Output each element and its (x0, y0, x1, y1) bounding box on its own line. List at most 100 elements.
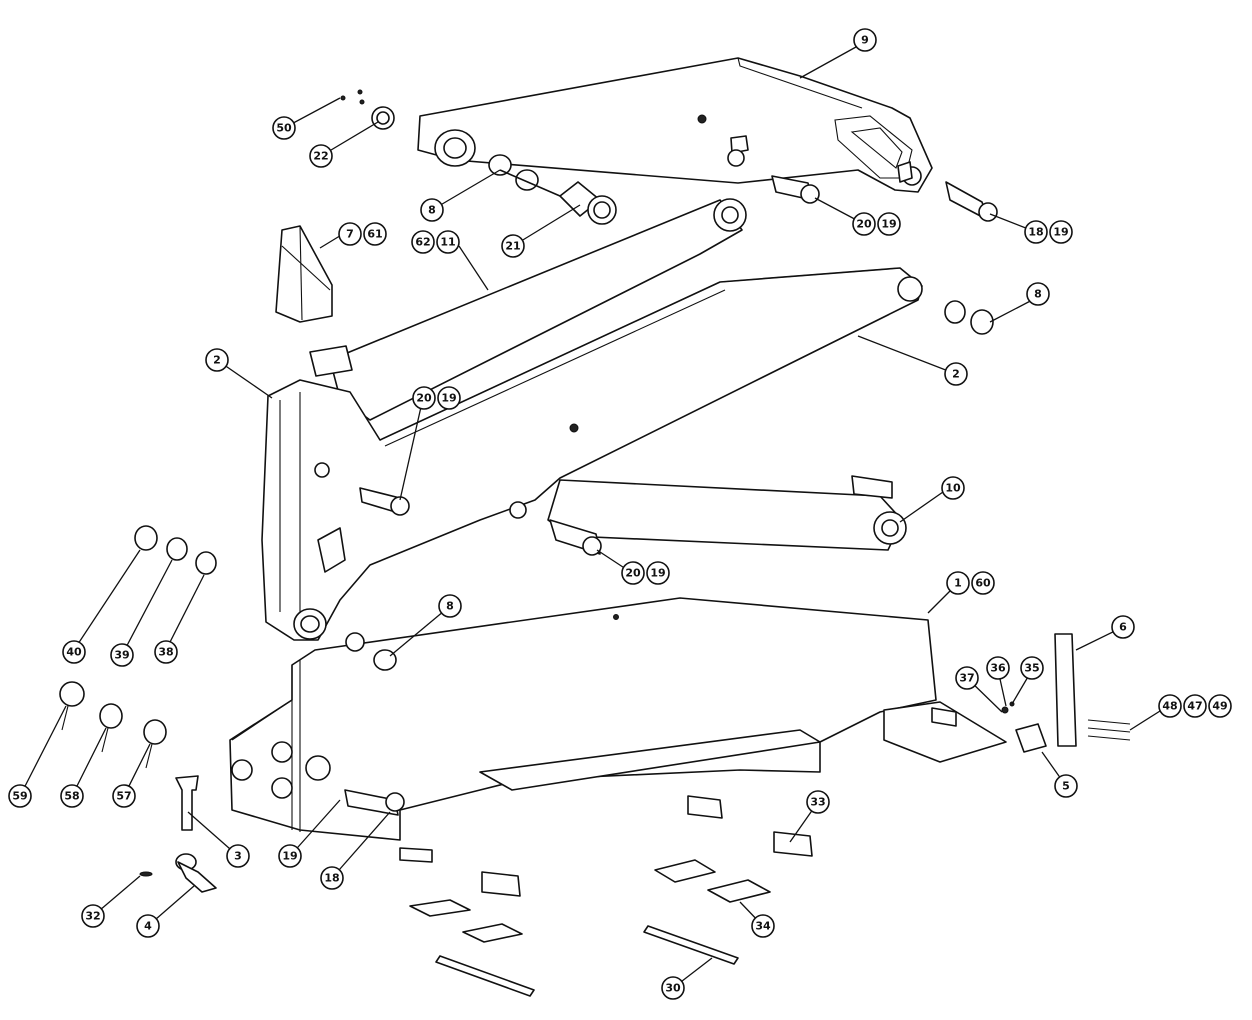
svg-text:22: 22 (313, 150, 328, 163)
callout-49: 49 (1208, 694, 1232, 718)
callout-34: 34 (751, 914, 775, 938)
svg-text:1: 1 (954, 577, 962, 590)
svg-text:10: 10 (945, 482, 961, 495)
callout-33: 33 (806, 790, 830, 814)
part-3-pin (175, 775, 199, 831)
svg-text:35: 35 (1024, 662, 1039, 675)
callout-1: 1 (946, 571, 970, 595)
callout-19-base: 19 (278, 844, 302, 868)
svg-text:30: 30 (665, 982, 681, 995)
callout-47: 47 (1183, 694, 1207, 718)
callout-57: 57 (112, 784, 136, 808)
callout-8-base: 8 (438, 594, 462, 618)
callout-35: 35 (1020, 656, 1044, 680)
callout-30: 30 (661, 976, 685, 1000)
callout-9: 9 (853, 28, 877, 52)
svg-text:2: 2 (213, 354, 221, 367)
callout-59: 59 (8, 784, 32, 808)
part-2-boom (261, 267, 923, 641)
svg-text:19: 19 (282, 850, 297, 863)
callout-18-right: 18 (1024, 220, 1048, 244)
pins-and-bushings-upper (340, 89, 998, 335)
svg-text:8: 8 (446, 600, 454, 613)
part-10-lower-cylinder (509, 475, 907, 556)
callout-61: 61 (363, 222, 387, 246)
callout-19-lower: 19 (646, 561, 670, 585)
svg-text:40: 40 (66, 646, 82, 659)
pads-34 (409, 859, 771, 943)
svg-text:33: 33 (810, 796, 825, 809)
callout-2-left: 2 (205, 348, 229, 372)
svg-text:57: 57 (116, 790, 131, 803)
callout-39: 39 (110, 643, 134, 667)
callout-20-lower: 20 (621, 561, 645, 585)
callout-2-right: 2 (944, 362, 968, 386)
svg-text:20: 20 (856, 218, 872, 231)
svg-text:36: 36 (990, 662, 1006, 675)
callout-37: 37 (955, 666, 979, 690)
svg-text:48: 48 (1162, 700, 1177, 713)
svg-text:58: 58 (64, 790, 79, 803)
svg-text:4: 4 (144, 920, 152, 933)
callout-58: 58 (60, 784, 84, 808)
svg-text:38: 38 (158, 646, 173, 659)
svg-text:20: 20 (625, 567, 641, 580)
svg-text:39: 39 (114, 649, 129, 662)
svg-text:7: 7 (346, 228, 354, 241)
pads-33 (481, 795, 813, 897)
svg-text:18: 18 (1028, 226, 1043, 239)
svg-text:8: 8 (1034, 288, 1042, 301)
part-9-upper-arm (417, 57, 933, 193)
svg-text:9: 9 (861, 34, 869, 47)
svg-text:19: 19 (1053, 226, 1068, 239)
callout-36: 36 (986, 656, 1010, 680)
svg-text:11: 11 (440, 236, 455, 249)
callout-19-mid: 19 (437, 386, 461, 410)
callout-38: 38 (154, 640, 178, 664)
pads-30-strips (435, 925, 739, 997)
callout-5: 5 (1054, 774, 1078, 798)
part-1-base-frame (229, 597, 1007, 863)
callout-balloons: 1 60 2 2 3 4 5 6 7 61 8 8 8 9 10 62 11 1… (8, 28, 1232, 1000)
svg-text:49: 49 (1212, 700, 1227, 713)
svg-text:8: 8 (428, 204, 436, 217)
callout-48: 48 (1158, 694, 1182, 718)
rings-57-58-59 (59, 681, 167, 769)
callout-8-right: 8 (1026, 282, 1050, 306)
part-4-lock (175, 853, 217, 893)
svg-text:19: 19 (441, 392, 456, 405)
svg-text:3: 3 (234, 850, 242, 863)
part-6-plate (1054, 633, 1077, 747)
svg-text:34: 34 (755, 920, 771, 933)
callout-20-upper: 20 (852, 212, 876, 236)
svg-text:60: 60 (975, 577, 991, 590)
callout-8-top: 8 (420, 198, 444, 222)
svg-text:50: 50 (276, 122, 292, 135)
callout-50: 50 (272, 116, 296, 140)
callout-6: 6 (1111, 615, 1135, 639)
callout-3: 3 (226, 844, 250, 868)
callout-22: 22 (309, 144, 333, 168)
svg-text:47: 47 (1187, 700, 1202, 713)
callout-10: 10 (941, 476, 965, 500)
svg-text:6: 6 (1119, 621, 1127, 634)
svg-text:18: 18 (324, 872, 339, 885)
svg-text:20: 20 (416, 392, 432, 405)
callout-21: 21 (501, 234, 525, 258)
callout-11: 11 (436, 230, 460, 254)
callout-7: 7 (338, 222, 362, 246)
callout-32: 32 (81, 904, 105, 928)
rings-38-39-40 (134, 525, 217, 575)
svg-text:2: 2 (952, 368, 960, 381)
callout-4: 4 (136, 914, 160, 938)
svg-text:5: 5 (1062, 780, 1070, 793)
part-7-block (275, 225, 333, 323)
part-5-block (1015, 723, 1047, 753)
callout-60: 60 (971, 571, 995, 595)
svg-text:62: 62 (415, 236, 430, 249)
callout-62: 62 (411, 230, 435, 254)
svg-text:32: 32 (85, 910, 100, 923)
svg-text:37: 37 (959, 672, 974, 685)
parts-48-47-49-bolts (1087, 719, 1131, 741)
